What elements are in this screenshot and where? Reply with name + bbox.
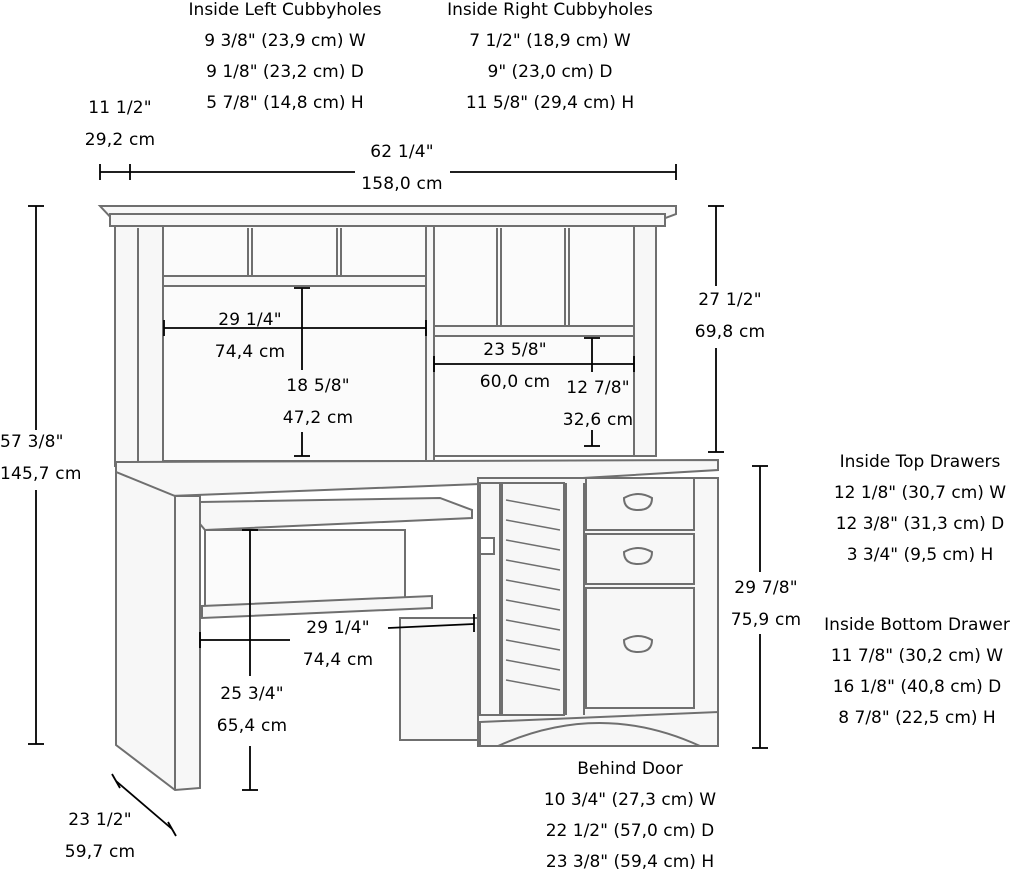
spec-title: Inside Bottom Drawer	[824, 615, 1010, 635]
overhang-inches: 11 1/2"	[88, 98, 152, 118]
spec-line-width: 10 3/4" (27,3 cm) W	[543, 790, 717, 810]
spec-title: Inside Right Cubbyholes	[447, 0, 653, 20]
spec-title: Inside Left Cubbyholes	[188, 0, 382, 20]
spec-line-depth: 16 1/8" (40,8 cm) D	[832, 677, 1002, 697]
right-opening-height-cm: 32,6 cm	[562, 410, 634, 430]
spec-title: Behind Door	[577, 759, 683, 779]
hutch-height-cm: 69,8 cm	[694, 322, 766, 342]
cabinet-door	[479, 482, 501, 716]
left-opening-width-inches: 29 1/4"	[218, 310, 282, 330]
spec-line-height: 11 5/8" (29,4 cm) H	[465, 93, 635, 113]
desk-height-inches: 29 7/8"	[734, 578, 798, 598]
spec-line-depth: 22 1/2" (57,0 cm) D	[545, 821, 715, 841]
spec-line-depth: 9 1/8" (23,2 cm) D	[206, 62, 364, 82]
total-height-cm: 145,7 cm	[0, 464, 82, 484]
kneehole-shelf	[201, 594, 433, 620]
drawer-handle	[622, 635, 654, 654]
right-cubbyholes-spec: Inside Right Cubbyholes 7 1/2" (18,9 cm)…	[425, 0, 675, 119]
total-height-inches: 57 3/8"	[0, 432, 64, 452]
spec-line-width: 12 1/8" (30,7 cm) W	[833, 483, 1007, 503]
left-opening-width-cm: 74,4 cm	[214, 342, 286, 362]
right-opening-height-inches: 12 7/8"	[566, 378, 630, 398]
crown-band	[109, 213, 666, 227]
spec-line-height: 3 3/4" (9,5 cm) H	[846, 545, 994, 565]
furniture	[97, 205, 719, 792]
left-cubbyholes-spec: Inside Left Cubbyholes 9 3/8" (23,9 cm) …	[170, 0, 400, 119]
hutch-height-inches: 27 1/2"	[698, 290, 762, 310]
hutch-back-right	[431, 225, 635, 457]
top-drawers-spec: Inside Top Drawers 12 1/8" (30,7 cm) W 1…	[820, 447, 1020, 571]
spec-title: Inside Top Drawers	[839, 452, 1001, 472]
total-width-inches: 62 1/4"	[370, 142, 434, 162]
spec-line-width: 9 3/8" (23,9 cm) W	[204, 31, 366, 51]
right-opening-width-cm: 60,0 cm	[479, 372, 551, 392]
depth-inches: 23 1/2"	[68, 810, 132, 830]
left-opening-height-cm: 47,2 cm	[282, 408, 354, 428]
kneehole-height-cm: 65,4 cm	[216, 716, 288, 736]
left-cubby-shelf	[162, 275, 427, 287]
spec-line-width: 11 7/8" (30,2 cm) W	[830, 646, 1004, 666]
right-opening-width-inches: 23 5/8"	[483, 340, 547, 360]
kneehole-height-inches: 25 3/4"	[220, 684, 284, 704]
base-arch	[479, 710, 719, 747]
spec-line-height: 23 3/8" (59,4 cm) H	[545, 852, 715, 872]
left-opening-height-inches: 18 5/8"	[286, 376, 350, 396]
keyboard-tray	[199, 496, 473, 532]
hutch-center-divider	[425, 225, 435, 465]
kneehole-back	[204, 529, 406, 609]
drawer-handle	[622, 493, 654, 512]
total-width-cm: 158,0 cm	[361, 174, 443, 194]
kneehole-width-cm: 74,4 cm	[302, 650, 374, 670]
spec-line-depth: 12 3/8" (31,3 cm) D	[835, 514, 1005, 534]
dimension-lines	[28, 164, 768, 837]
spec-line-height: 8 7/8" (22,5 cm) H	[838, 708, 996, 728]
spec-line-depth: 9" (23,0 cm) D	[487, 62, 613, 82]
depth-cm: 59,7 cm	[64, 842, 136, 862]
kneehole-rear-panel	[399, 617, 479, 741]
behind-door-spec: Behind Door 10 3/4" (27,3 cm) W 22 1/2" …	[520, 754, 740, 878]
door-pull	[479, 537, 495, 555]
overhang-cm: 29,2 cm	[84, 130, 156, 150]
right-cubby-shelf	[433, 325, 635, 337]
desk-height-cm: 75,9 cm	[730, 610, 802, 630]
spec-line-height: 5 7/8" (14,8 cm) H	[206, 93, 364, 113]
file-slot-panel	[501, 482, 565, 716]
spec-line-width: 7 1/2" (18,9 cm) W	[469, 31, 631, 51]
left-pedestal	[115, 470, 201, 792]
drawer-handle	[622, 547, 654, 566]
kneehole-width-inches: 29 1/4"	[306, 618, 370, 638]
bottom-drawer-spec: Inside Bottom Drawer 11 7/8" (30,2 cm) W…	[810, 610, 1024, 734]
